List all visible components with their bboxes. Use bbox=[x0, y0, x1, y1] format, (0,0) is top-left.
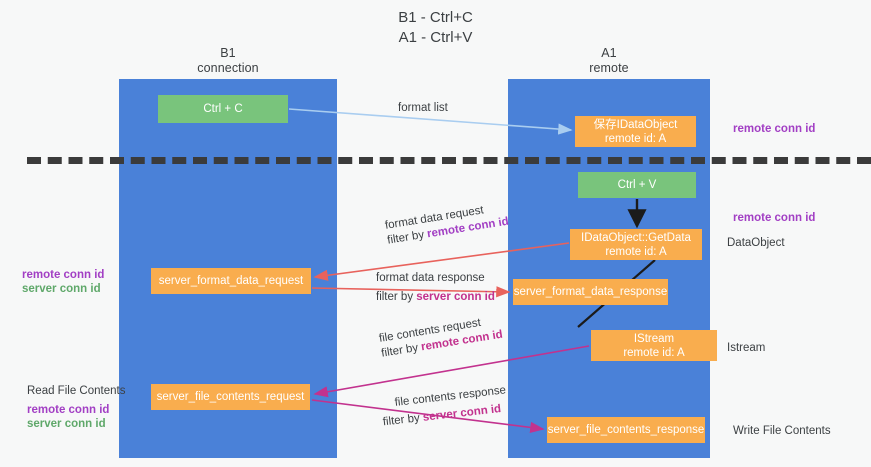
edge-label-format-data-request: format data request filter by remote con… bbox=[384, 200, 510, 249]
edge-label-file-contents-response-filter-prefix: filter by bbox=[382, 411, 424, 429]
node-server-format-data-response[interactable]: server_format_data_response bbox=[513, 279, 668, 305]
edge-label-format-data-response-filter-id: server conn id bbox=[416, 291, 495, 303]
note-left-remote-conn-id-text: remote conn id bbox=[22, 269, 105, 281]
node-ctrl-v[interactable]: Ctrl + V bbox=[578, 172, 696, 198]
node-server-file-contents-request-label: server_file_contents_request bbox=[156, 391, 305, 403]
lane-header-b1-name: B1 bbox=[220, 46, 236, 60]
note-left-read-file-contents-text: Read File Contents bbox=[27, 385, 126, 397]
node-save-dataobject-line1: 保存IDataObject bbox=[593, 118, 678, 131]
edge-label-format-data-response-filter-prefix: filter by bbox=[376, 291, 417, 303]
note-right-remote-conn-id-top: remote conn id bbox=[733, 122, 815, 136]
divider-dashed bbox=[27, 157, 871, 164]
node-save-dataobject-line2: remote id: A bbox=[604, 132, 667, 145]
note-left-server-conn-id-text: server conn id bbox=[22, 283, 101, 295]
note-right-istream-text: Istream bbox=[727, 342, 766, 354]
note-right-remote-conn-id-mid-text: remote conn id bbox=[733, 212, 816, 224]
node-server-file-contents-response[interactable]: server_file_contents_response bbox=[547, 417, 705, 443]
node-ctrl-v-label: Ctrl + V bbox=[617, 179, 657, 191]
node-ctrl-c-label: Ctrl + C bbox=[203, 103, 243, 115]
node-istream-line1: IStream bbox=[633, 332, 675, 345]
edge-label-file-contents-response: file contents response filter by server … bbox=[382, 383, 509, 428]
note-right-dataobject: DataObject bbox=[727, 236, 785, 250]
node-getdata-line1: IDataObject::GetData bbox=[581, 231, 691, 244]
node-getdata-line2: remote id: A bbox=[605, 245, 667, 258]
note-right-write-file-contents: Write File Contents bbox=[733, 424, 831, 438]
title-line-2: A1 - Ctrl+V bbox=[398, 29, 473, 46]
node-getdata[interactable]: IDataObject::GetData remote id: A bbox=[570, 229, 702, 260]
lane-header-a1-role: remote bbox=[589, 60, 629, 75]
node-istream-line2: remote id: A bbox=[623, 346, 685, 359]
node-server-format-data-response-label: server_format_data_response bbox=[513, 286, 668, 298]
note-right-dataobject-text: DataObject bbox=[727, 237, 785, 249]
note-right-remote-conn-id-top-text: remote conn id bbox=[733, 123, 816, 135]
title-line-1: B1 - Ctrl+C bbox=[398, 9, 473, 26]
edge-label-format-data-response: format data response filter by server co… bbox=[376, 271, 495, 305]
lane-header-a1-name: A1 bbox=[601, 46, 617, 60]
edge-label-format-list: format list bbox=[398, 101, 448, 116]
note-left-remote-conn-id-2-text: remote conn id bbox=[27, 404, 110, 416]
node-server-format-data-request-label: server_format_data_request bbox=[158, 275, 304, 287]
note-left-conn-ids-format: remote conn id server conn id bbox=[22, 268, 104, 296]
note-right-istream: Istream bbox=[727, 341, 765, 355]
lane-header-b1-role: connection bbox=[197, 60, 259, 75]
note-right-remote-conn-id-mid: remote conn id bbox=[733, 211, 815, 225]
page-title: B1 - Ctrl+C A1 - Ctrl+V bbox=[0, 8, 871, 48]
edge-label-format-list-text: format list bbox=[398, 102, 448, 114]
lane-header-b1: B1 connection bbox=[119, 46, 337, 75]
node-server-format-data-request[interactable]: server_format_data_request bbox=[151, 268, 311, 294]
node-save-dataobject[interactable]: 保存IDataObject remote id: A bbox=[575, 116, 696, 147]
note-left-read-file-contents: Read File Contents remote conn id server… bbox=[27, 384, 125, 431]
node-istream[interactable]: IStream remote id: A bbox=[591, 330, 717, 361]
edge-label-file-contents-request: file contents request filter by remote c… bbox=[378, 313, 504, 362]
node-ctrl-c[interactable]: Ctrl + C bbox=[158, 95, 288, 123]
lane-header-a1: A1 remote bbox=[508, 46, 710, 75]
node-server-file-contents-request[interactable]: server_file_contents_request bbox=[151, 384, 310, 410]
note-left-server-conn-id-2-text: server conn id bbox=[27, 418, 106, 430]
edge-label-format-data-response-text: format data response bbox=[376, 272, 485, 284]
node-server-file-contents-response-label: server_file_contents_response bbox=[547, 424, 705, 436]
note-right-write-file-contents-text: Write File Contents bbox=[733, 425, 831, 437]
